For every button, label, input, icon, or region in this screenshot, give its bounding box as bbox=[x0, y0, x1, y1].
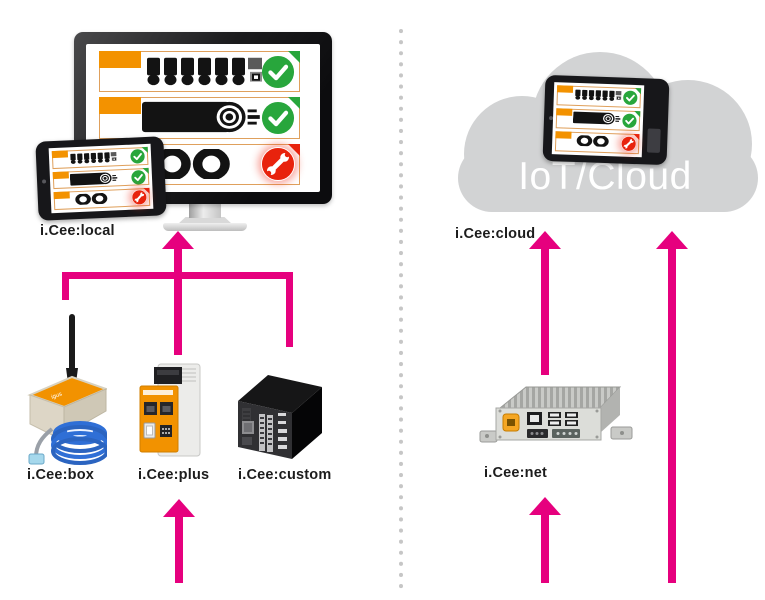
row-corner-flag bbox=[634, 110, 641, 118]
label-icee-custom: i.Cee:custom bbox=[238, 467, 332, 483]
label-icee-net: i.Cee:net bbox=[484, 465, 548, 481]
row-corner-flag bbox=[142, 167, 149, 174]
status-row-bearing bbox=[554, 131, 640, 155]
status-row-cable bbox=[52, 167, 150, 190]
arrow-head-up-icon bbox=[529, 497, 561, 515]
label-icee-local: i.Cee:local bbox=[40, 223, 115, 239]
row-corner-flag bbox=[288, 97, 300, 110]
energy-chain-icon bbox=[575, 89, 623, 102]
device-icee-plus bbox=[139, 363, 201, 457]
svg-text:igus: igus bbox=[51, 391, 63, 400]
camera-dot-icon bbox=[41, 178, 47, 184]
row-corner-flag bbox=[633, 133, 640, 141]
row-orange-tab bbox=[53, 191, 70, 200]
row-corner-flag bbox=[288, 143, 300, 156]
energy-chain-icon bbox=[70, 151, 118, 164]
arrow-head-up-icon bbox=[163, 499, 195, 517]
status-row-energy-chain bbox=[556, 85, 642, 109]
status-row-cable bbox=[99, 97, 300, 139]
arrow-direct-to-cloud bbox=[656, 231, 688, 583]
status-row-energy-chain bbox=[51, 146, 149, 169]
cable-icon bbox=[70, 171, 124, 186]
row-corner-flag bbox=[143, 188, 150, 195]
usb-ports-icon bbox=[548, 412, 578, 426]
status-row-energy-chain bbox=[99, 51, 300, 93]
cable-coil-icon bbox=[51, 421, 107, 465]
bearing-icon bbox=[73, 193, 113, 206]
row-orange-tab bbox=[556, 108, 573, 116]
row-orange-tab bbox=[99, 97, 141, 115]
monitor-stand-flare bbox=[178, 217, 232, 224]
tablet-local-screen bbox=[48, 143, 154, 214]
label-icee-box: i.Cee:box bbox=[27, 467, 95, 483]
tablet-local bbox=[35, 136, 167, 221]
arrow-input-to-net bbox=[529, 497, 561, 583]
device-icee-box: igus bbox=[27, 314, 107, 465]
arrow-head-up-icon bbox=[656, 231, 688, 249]
arrow-input-to-plus bbox=[163, 499, 195, 583]
row-corner-flag bbox=[288, 51, 300, 63]
arrow-net-to-cloud bbox=[529, 231, 561, 375]
row-orange-tab bbox=[555, 131, 572, 139]
row-orange-tab bbox=[99, 51, 141, 68]
cable-icon bbox=[573, 111, 626, 126]
monitor-stand-base bbox=[163, 223, 247, 231]
row-orange-tab bbox=[556, 85, 574, 93]
status-row-bearing bbox=[53, 188, 151, 211]
tablet-cloud bbox=[542, 74, 670, 166]
row-orange-tab bbox=[51, 150, 69, 159]
monitor-stand-neck bbox=[189, 202, 221, 218]
energy-chain-icon bbox=[146, 56, 266, 86]
row-orange-tab bbox=[52, 171, 69, 179]
ethernet-ports-icon bbox=[144, 402, 173, 415]
label-icee-plus: i.Cee:plus bbox=[138, 467, 210, 483]
cable-icon bbox=[142, 100, 274, 134]
device-icee-net bbox=[479, 386, 633, 443]
label-icee-cloud: i.Cee:cloud bbox=[455, 226, 536, 242]
row-corner-flag bbox=[634, 87, 642, 95]
bearing-icon bbox=[574, 135, 614, 147]
antenna-icon bbox=[69, 314, 75, 372]
row-corner-flag bbox=[141, 146, 148, 154]
device-icee-custom bbox=[238, 375, 322, 459]
tablet-cloud-screen bbox=[551, 82, 645, 158]
status-row-cable bbox=[555, 108, 641, 132]
arrow-head-up-icon bbox=[162, 231, 194, 249]
